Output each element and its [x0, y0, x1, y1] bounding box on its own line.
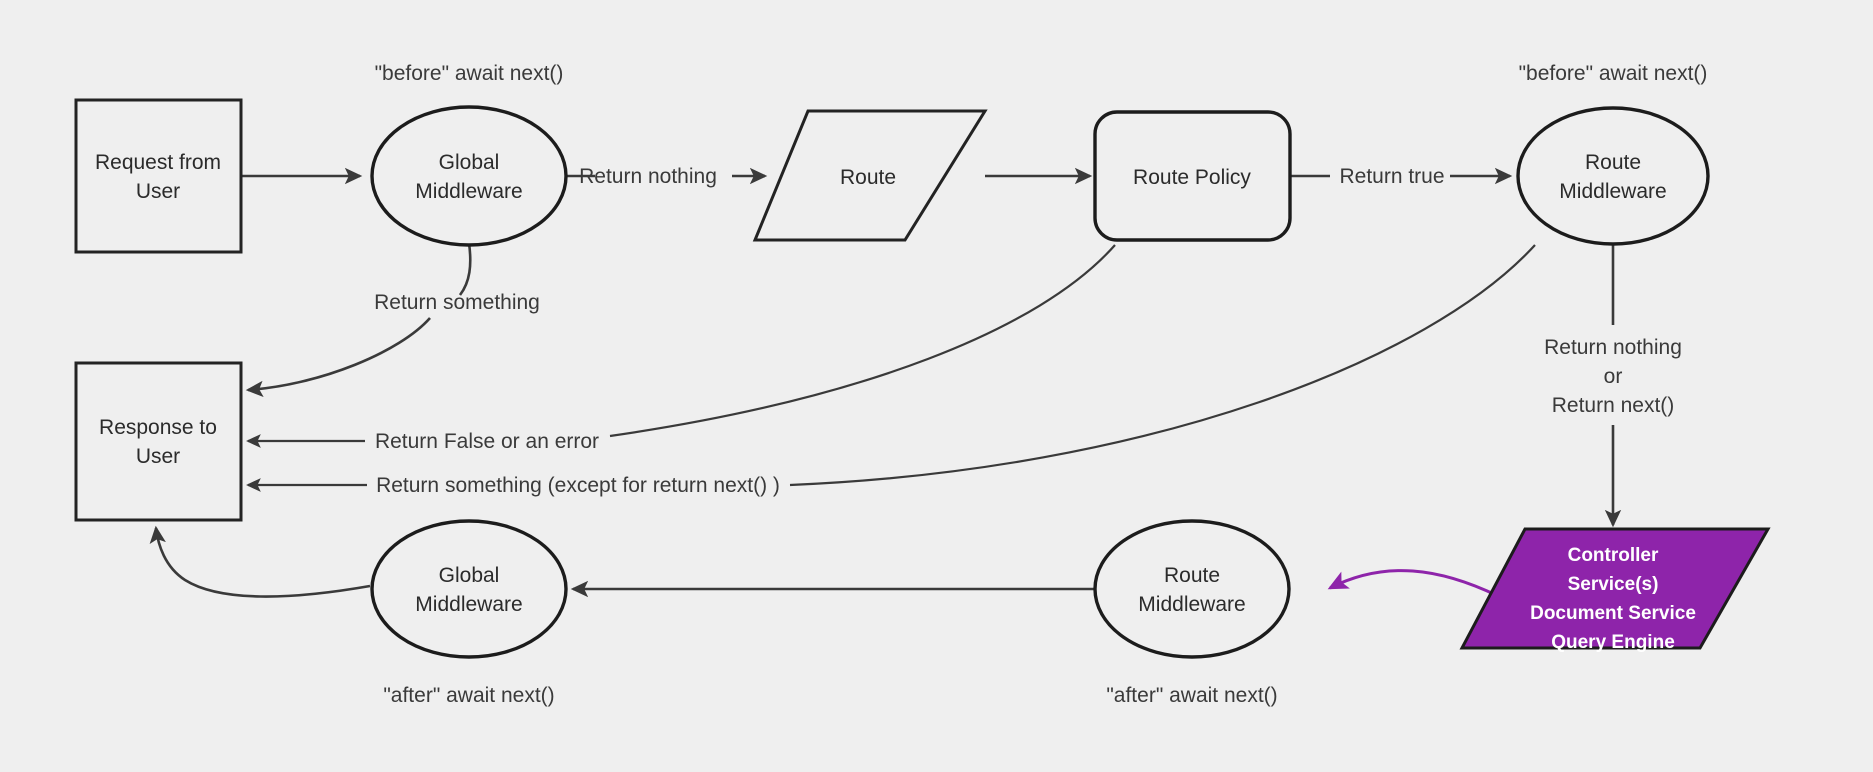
annotation-before-await-next-route: "before" await next() [1519, 62, 1708, 85]
node-route-middleware-top-label-line2: Middleware [1559, 180, 1666, 203]
node-controller-label-line1: Controller [1568, 545, 1659, 566]
edge-route-middleware-to-response: Return something (except for return next… [246, 244, 1536, 497]
node-route-middleware-bottom[interactable]: Route Middleware [1093, 519, 1291, 659]
edge-label-return-nothing-line2: or [1604, 365, 1623, 388]
node-route-label: Route [840, 166, 896, 189]
edge-global-middleware-to-response: Return something [245, 242, 540, 398]
node-response-label-line2: User [136, 445, 180, 468]
annotation-after-await-next-global: "after" await next() [383, 684, 554, 707]
node-request-from-user[interactable]: Request from User [74, 98, 243, 254]
edge-label-return-something: Return something [374, 291, 540, 314]
node-route[interactable]: Route [752, 109, 988, 242]
edge-label-return-something-except: Return something (except for return next… [376, 474, 780, 497]
node-global-middleware-top-label-line2: Middleware [415, 180, 522, 203]
node-controller-label-line3: Document Service [1530, 603, 1696, 624]
edge-controller-to-route-middleware-bottom [1327, 569, 1499, 598]
node-response-label-line1: Response to [99, 416, 217, 439]
node-response-to-user[interactable]: Response to User [74, 361, 243, 522]
node-global-middleware-bottom[interactable]: Global Middleware [370, 519, 568, 659]
node-global-middleware-bottom-label-line1: Global [439, 564, 500, 587]
node-global-middleware-top[interactable]: Global Middleware [370, 105, 568, 247]
edge-route-policy-to-route-middleware: Return true [1290, 165, 1513, 188]
node-route-policy[interactable]: Route Policy [1093, 110, 1292, 242]
edge-label-return-true: Return true [1339, 165, 1444, 188]
node-global-middleware-top-label-line1: Global [439, 151, 500, 174]
node-route-middleware-top[interactable]: Route Middleware [1516, 106, 1710, 246]
annotation-after-await-next-route: "after" await next() [1106, 684, 1277, 707]
node-route-middleware-top-label-line1: Route [1585, 151, 1641, 174]
edge-label-return-nothing-line3: Return next() [1552, 394, 1675, 417]
node-controller-label-line2: Service(s) [1568, 574, 1659, 595]
edge-global-middleware-to-route: Return nothing [565, 165, 768, 188]
edge-label-return-false-or-error: Return False or an error [375, 430, 599, 453]
node-route-middleware-bottom-label-line1: Route [1164, 564, 1220, 587]
node-request-label-line1: Request from [95, 151, 221, 174]
annotation-before-await-next-global: "before" await next() [375, 62, 564, 85]
node-controller-services[interactable]: Controller Service(s) Document Service Q… [1459, 527, 1771, 653]
node-controller-label-line4: Query Engine [1551, 632, 1675, 653]
edge-label-return-nothing: Return nothing [579, 165, 717, 188]
node-route-policy-label: Route Policy [1133, 166, 1251, 189]
edge-route-middleware-to-controller: Return nothing or Return next() [1544, 243, 1682, 528]
node-route-middleware-bottom-label-line2: Middleware [1138, 593, 1245, 616]
node-global-middleware-bottom-label-line2: Middleware [415, 593, 522, 616]
node-request-label-line2: User [136, 180, 180, 203]
edge-label-return-nothing-line1: Return nothing [1544, 336, 1682, 359]
edge-global-mw-bottom-to-response [149, 525, 371, 598]
edge-route-policy-to-response: Return False or an error [246, 244, 1116, 453]
